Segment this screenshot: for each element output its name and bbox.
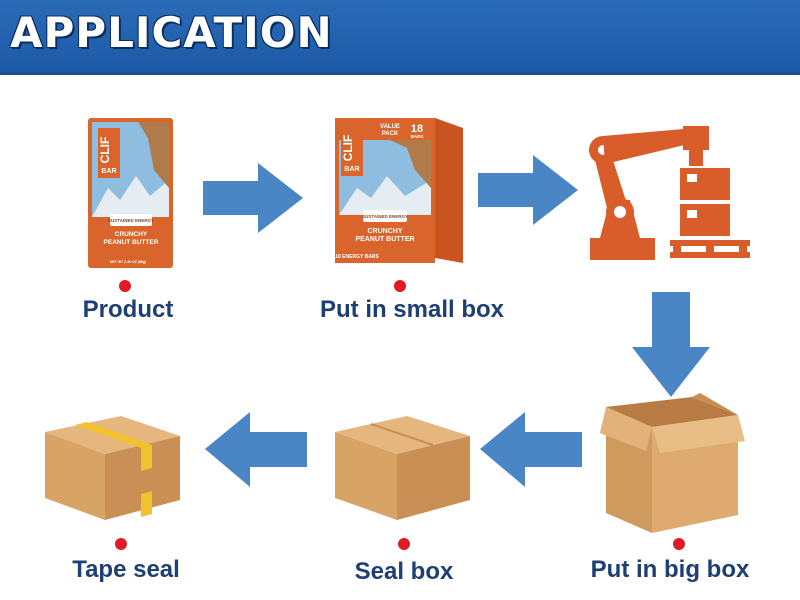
step-label-big-box: Put in big box (590, 556, 750, 583)
product-flavor-2: PEANUT BUTTER (104, 239, 159, 246)
product-brand: CLIF (98, 137, 112, 164)
product-weight: NET WT 2.40 OZ (68g) (110, 260, 146, 264)
taped-box-image (45, 416, 180, 520)
step-marker-dot (398, 538, 410, 550)
small-box-count-unit: BARS (411, 134, 424, 139)
step-label-tape-seal: Tape seal (72, 556, 180, 583)
small-box-image: CLIF BAR VALUE PACK 18 BARS SUSTAINED EN… (335, 118, 463, 263)
step-label-small-box: Put in small box (319, 296, 505, 323)
small-box-flavor-2: PEANUT BUTTER (355, 236, 414, 243)
small-box-sub-brand: BAR (344, 166, 359, 173)
small-box-flavor-1: CRUNCHY (368, 228, 403, 235)
step-marker-dot (115, 538, 127, 550)
step-label-product: Product (82, 296, 174, 323)
product-flavor-1: CRUNCHY (115, 231, 148, 238)
step-marker-dot (673, 538, 685, 550)
big-open-box-image (600, 393, 745, 533)
arrow-down-icon (632, 292, 710, 397)
small-box-bottom-text: 18 ENERGY BARS (335, 254, 379, 260)
small-box-value-line1: VALUE (380, 124, 400, 130)
small-box-value-line2: PACK (382, 131, 399, 137)
arrow-right-icon (203, 163, 303, 233)
step-marker-dot (394, 280, 406, 292)
product-badge: SUSTAINED ENERGY (108, 218, 154, 223)
product-sub-brand: BAR (101, 168, 116, 175)
arrow-left-icon (480, 412, 582, 487)
arrow-right-icon (478, 155, 578, 225)
arrow-left-icon (205, 412, 307, 487)
small-box-badge: SUSTAINED ENERGY (362, 214, 408, 219)
page-title: APPLICATION (10, 8, 333, 57)
product-bar-image: CLIF BAR SUSTAINED ENERGY CRUNCHY PEANUT… (88, 118, 173, 268)
step-marker-dot (119, 280, 131, 292)
robot-arm-icon (589, 126, 750, 260)
step-label-seal-box: Seal box (354, 558, 454, 585)
header-bar: APPLICATION (0, 0, 800, 75)
small-box-count: 18 (411, 123, 423, 135)
sealed-box-image (335, 416, 470, 520)
small-box-brand: CLIF (341, 135, 355, 162)
